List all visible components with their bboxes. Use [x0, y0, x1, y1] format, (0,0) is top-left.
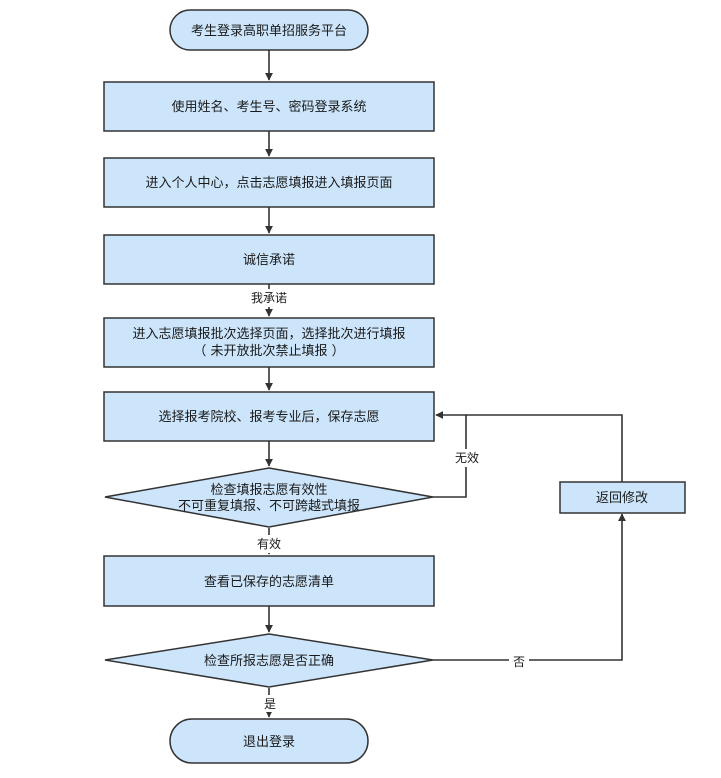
node-check-validity: 检查填报志愿有效性 不可重复填报、不可跨越式填报	[104, 467, 434, 528]
node-view-saved: 查看已保存的志愿清单	[103, 555, 435, 607]
node-select-batch-text-2: （ 未开放批次禁止填报 ）	[193, 343, 344, 359]
edge-label-yes: 是	[264, 697, 276, 711]
edge-no-return	[433, 513, 626, 661]
node-select-batch-text-1: 进入志愿填报批次选择页面，选择批次进行填报	[132, 326, 405, 342]
node-logout: 退出登录	[169, 718, 369, 764]
edge-label-promise: 我承诺	[251, 291, 287, 305]
edge-label-no: 否	[513, 655, 525, 669]
node-start: 考生登录高职单招服务平台	[169, 9, 369, 51]
node-check-correct: 检查所报志愿是否正确	[104, 633, 434, 688]
node-integrity: 诚信承诺	[103, 234, 435, 285]
edge-label-valid: 有效	[257, 536, 281, 551]
node-logout-text: 退出登录	[243, 735, 295, 750]
edge-label-invalid: 无效	[455, 450, 479, 465]
node-check-correct-text: 检查所报志愿是否正确	[204, 654, 334, 669]
node-login: 使用姓名、考生号、密码登录系统	[103, 81, 435, 132]
node-return-modify-text: 返回修改	[596, 491, 648, 506]
node-check-validity-text-2: 不可重复填报、不可跨越式填报	[178, 498, 360, 514]
node-select-school-text: 选择报考院校、报考专业后，保存志愿	[158, 409, 379, 425]
node-select-batch: 进入志愿填报批次选择页面，选择批次进行填报 （ 未开放批次禁止填报 ）	[103, 317, 435, 368]
node-view-saved-text: 查看已保存的志愿清单	[204, 574, 334, 590]
connectors	[265, 50, 626, 718]
edge-return-school	[466, 414, 623, 482]
node-select-school: 选择报考院校、报考专业后，保存志愿	[103, 391, 435, 442]
node-login-text: 使用姓名、考生号、密码登录系统	[171, 99, 366, 115]
node-personal-center-text: 进入个人中心，点击志愿填报进入填报页面	[145, 176, 392, 191]
node-start-text: 考生登录高职单招服务平台	[191, 23, 347, 39]
node-return-modify: 返回修改	[559, 481, 686, 514]
node-integrity-text: 诚信承诺	[243, 253, 295, 268]
node-personal-center: 进入个人中心，点击志愿填报进入填报页面	[103, 157, 435, 208]
edge-labels: 我承诺 无效 有效 否 是	[246, 289, 529, 712]
node-check-validity-text-1: 检查填报志愿有效性	[210, 483, 327, 498]
